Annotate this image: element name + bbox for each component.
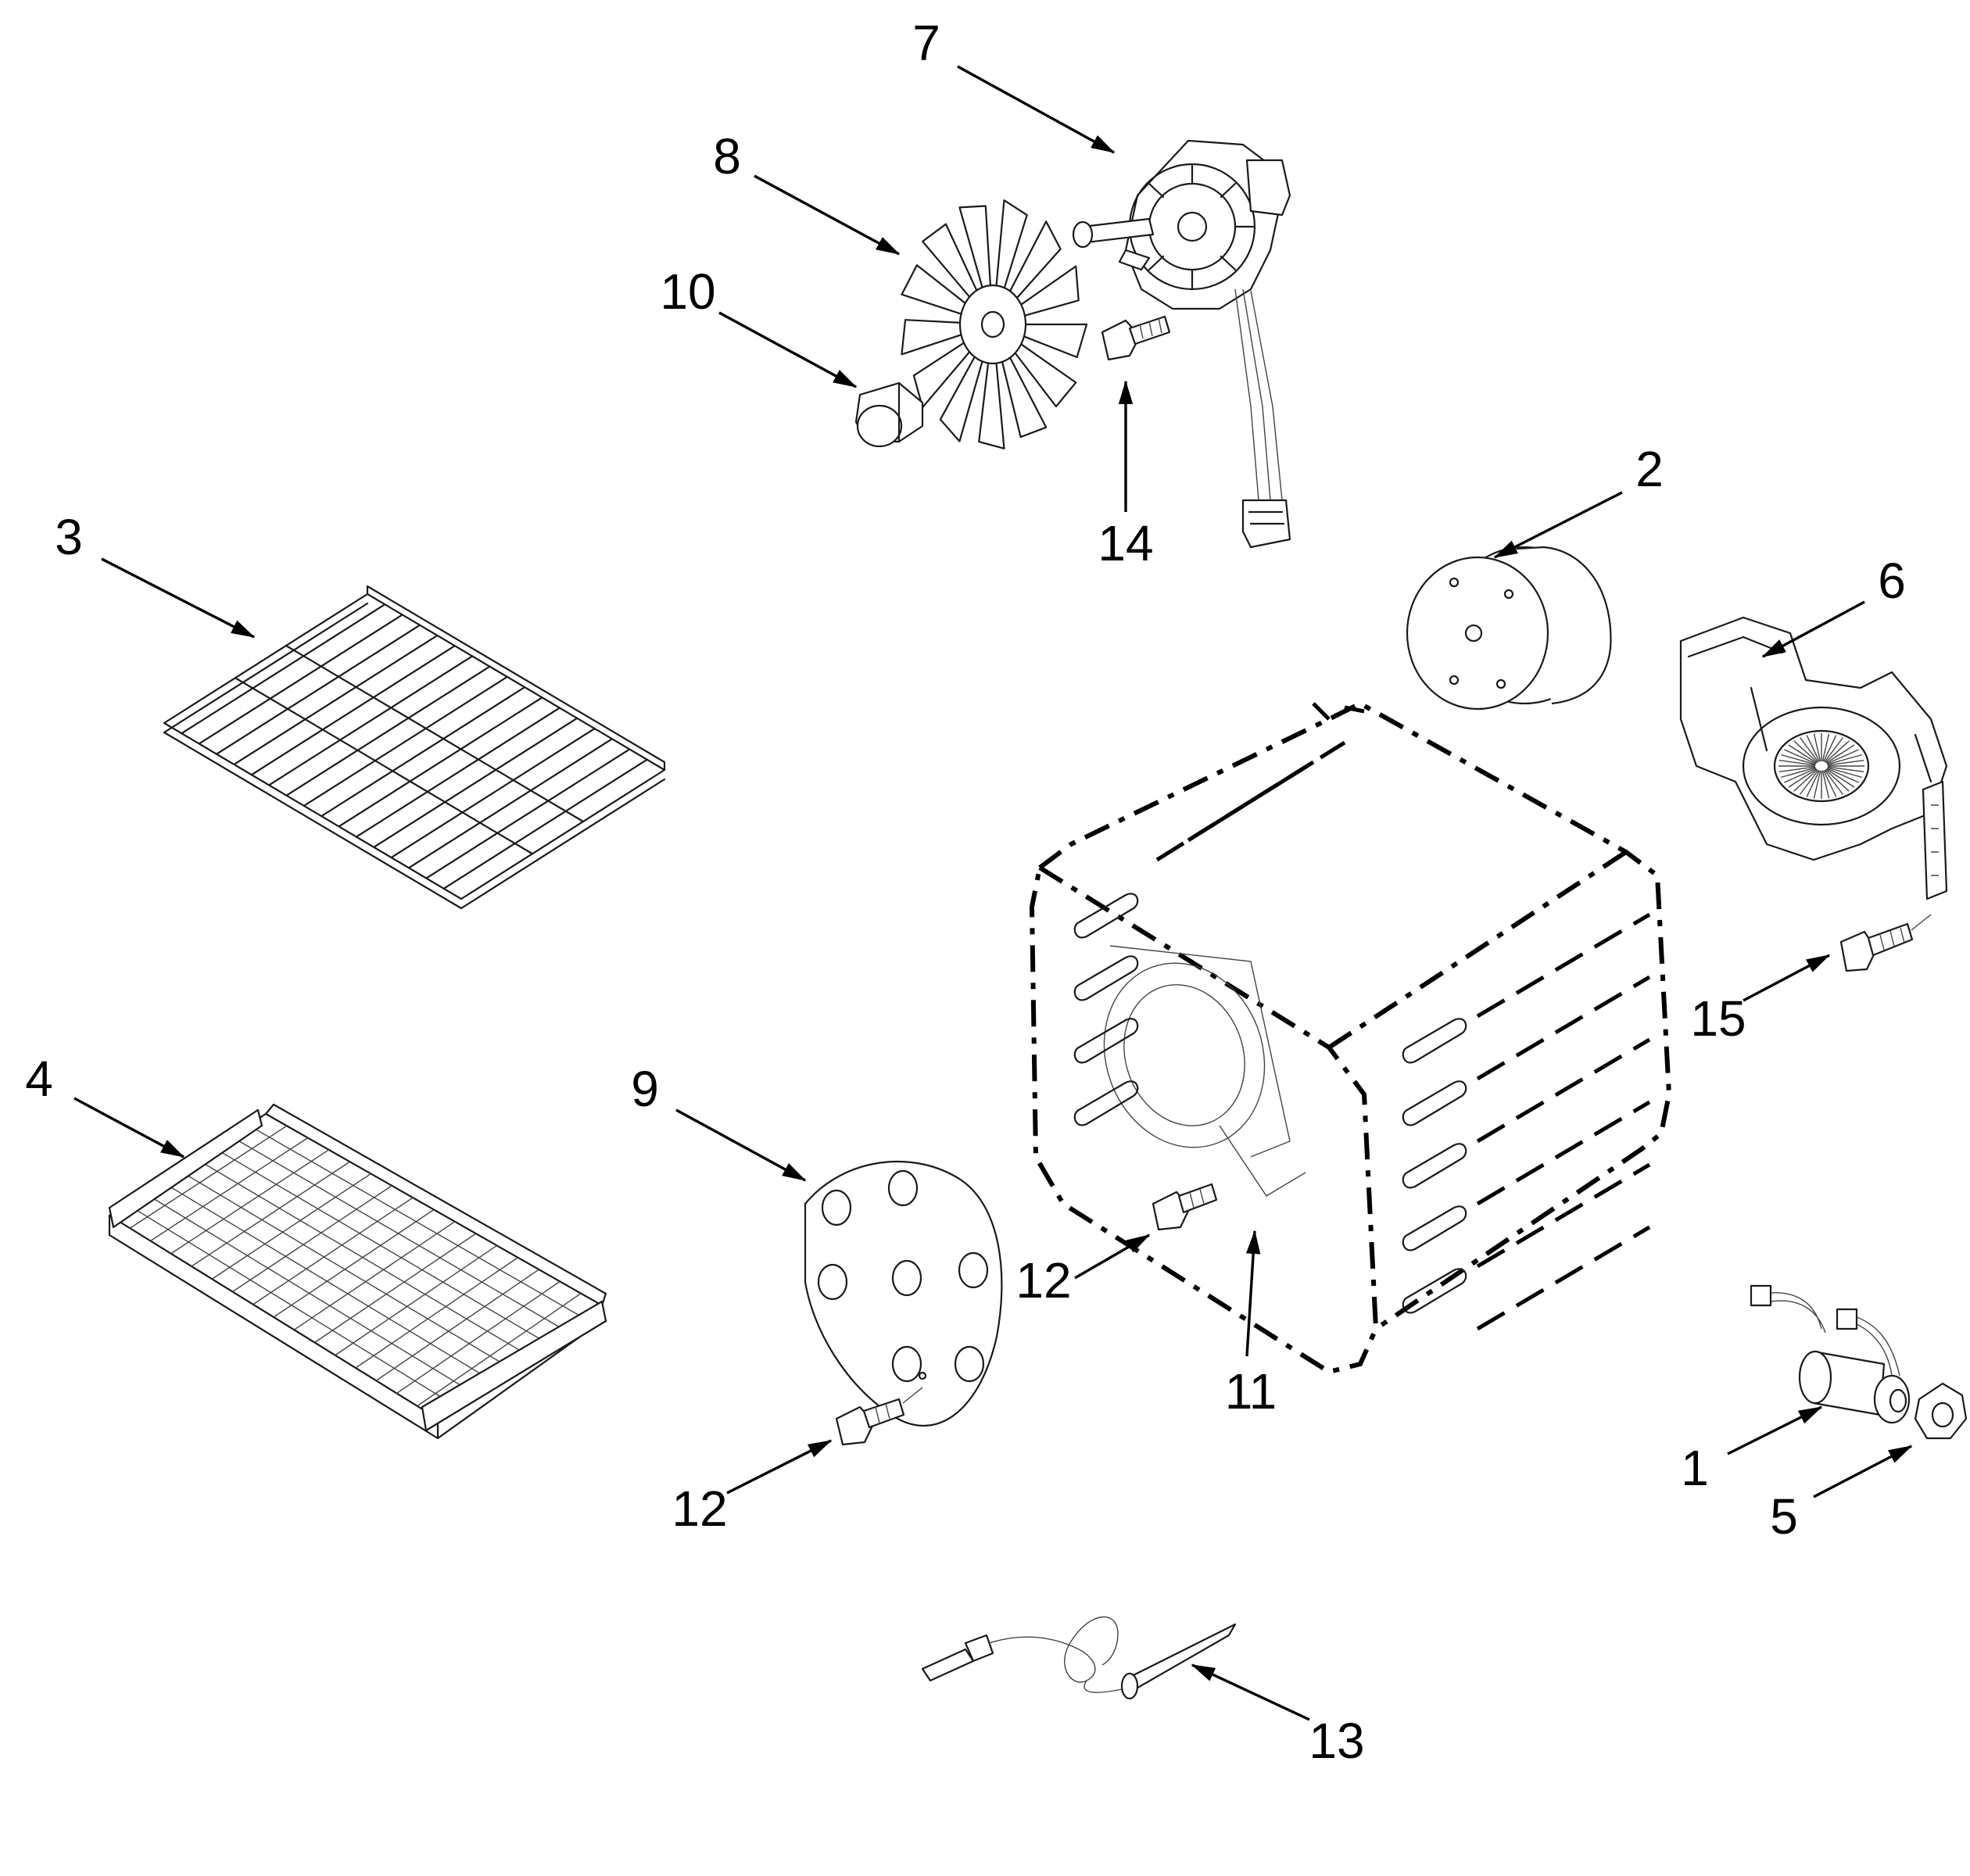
leader-1 — [1727, 1405, 1823, 1455]
callout-12b: 12 — [672, 1480, 727, 1537]
callout-7: 7 — [912, 15, 940, 71]
fan-nut-part — [854, 381, 924, 448]
callout-13: 13 — [1309, 1713, 1364, 1769]
plate-screw-part — [835, 1387, 923, 1446]
callout-labels: 7 8 10 14 2 3 6 15 4 9 12 11 12 1 5 13 — [25, 15, 1906, 1769]
leader-5 — [1813, 1445, 1913, 1498]
heater-screw-part — [1839, 914, 1932, 972]
motor-screw-part — [1101, 315, 1171, 361]
leader-6 — [1761, 600, 1865, 658]
callout-10: 10 — [660, 263, 715, 320]
cover-plate-part — [804, 1160, 1003, 1427]
callout-15: 15 — [1690, 990, 1746, 1047]
leader-9 — [675, 1108, 807, 1182]
sliding-rack-part — [108, 1103, 607, 1440]
leader-11 — [1245, 1230, 1261, 1357]
oven-rack-part — [163, 585, 666, 910]
leader-4 — [73, 1097, 185, 1158]
leader-2 — [1493, 491, 1623, 559]
callout-9: 9 — [631, 1061, 659, 1117]
callout-12a: 12 — [1015, 1252, 1071, 1309]
fan-motor-part — [1072, 139, 1291, 549]
callout-11: 11 — [1225, 1363, 1277, 1420]
leader-8 — [754, 174, 901, 256]
meat-probe-part — [921, 1616, 1237, 1700]
callout-2: 2 — [1635, 441, 1664, 497]
round-disc-part — [1406, 546, 1612, 711]
leader-7 — [957, 65, 1116, 154]
callout-6: 6 — [1878, 553, 1906, 609]
callout-3: 3 — [55, 509, 83, 565]
leader-12a — [1074, 1233, 1151, 1280]
oven-cavity-part — [1029, 700, 1672, 1375]
callout-4: 4 — [25, 1051, 53, 1107]
fan-blade-part — [901, 199, 1088, 449]
convection-heater-part — [1679, 616, 1948, 900]
leader-lines — [73, 65, 1913, 1721]
callout-5: 5 — [1770, 1488, 1798, 1545]
callout-14: 14 — [1098, 515, 1153, 571]
cavity-screw-part — [1152, 1183, 1218, 1231]
leader-3 — [101, 557, 256, 639]
callout-8: 8 — [713, 128, 741, 184]
leader-15 — [1743, 954, 1831, 1002]
sensor-nut-part — [1914, 1382, 1968, 1440]
leader-10 — [718, 311, 858, 388]
sensor-assembly-part — [1750, 1284, 1911, 1424]
leader-13 — [1191, 1663, 1310, 1721]
leader-12b — [726, 1439, 833, 1495]
callout-1: 1 — [1681, 1440, 1709, 1496]
